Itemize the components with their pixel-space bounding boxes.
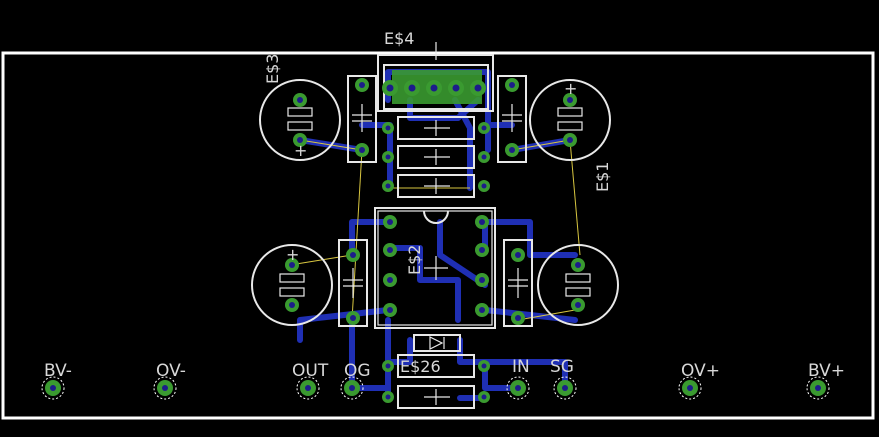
component-film-cap-left-lower[interactable]: [338, 239, 368, 327]
pad-label-bv-plus: BV+: [808, 361, 845, 381]
component-e1-capacitor[interactable]: + E$1: [529, 79, 612, 192]
polarity-plus: +: [286, 245, 299, 264]
connector-pad-in[interactable]: IN: [506, 357, 530, 400]
component-e3-capacitor[interactable]: + E$3: [259, 54, 341, 161]
component-e4-header[interactable]: E$4: [377, 29, 494, 112]
pad-label-in: IN: [512, 357, 530, 377]
component-capacitor-lower-left[interactable]: +: [251, 244, 333, 326]
pad-label-ov-minus: OV-: [156, 361, 186, 381]
pad-label-bv-minus: BV-: [44, 361, 72, 381]
component-label-e2: E$2: [405, 245, 424, 275]
connector-pad-bv-minus[interactable]: BV-: [41, 361, 72, 400]
pad-label-ov-plus: OV+: [681, 361, 720, 381]
board-outline: [1, 51, 875, 420]
connector-pad-sg[interactable]: SG: [550, 357, 577, 400]
copper-traces: [297, 69, 578, 401]
component-film-cap-right-lower[interactable]: [503, 239, 533, 327]
pad-label-og: OG: [344, 361, 371, 381]
component-capacitor-lower-right[interactable]: [537, 244, 619, 326]
connector-pad-out[interactable]: OUT: [292, 361, 329, 400]
component-e26-diode[interactable]: E$26: [382, 334, 490, 409]
pad-label-out: OUT: [292, 361, 329, 381]
component-e2-ic[interactable]: E$2: [374, 207, 496, 329]
connector-pad-og[interactable]: OG: [340, 361, 371, 400]
pad-label-sg: SG: [550, 357, 574, 377]
connector-pad-ov-minus[interactable]: OV-: [153, 361, 186, 400]
polarity-plus: +: [294, 141, 307, 160]
component-label-e1: E$1: [593, 162, 612, 192]
component-label-e3: E$3: [263, 54, 282, 84]
component-film-cap-left-upper[interactable]: [347, 75, 377, 163]
connector-pad-bv-plus[interactable]: BV+: [806, 361, 845, 400]
component-label-e26: E$26: [400, 357, 441, 376]
component-film-cap-right-upper[interactable]: [497, 75, 527, 163]
component-film-cap-row[interactable]: [382, 116, 490, 198]
connector-pad-ov-plus[interactable]: OV+: [678, 361, 720, 400]
component-label-e4: E$4: [384, 29, 414, 48]
polarity-plus: +: [564, 79, 577, 98]
